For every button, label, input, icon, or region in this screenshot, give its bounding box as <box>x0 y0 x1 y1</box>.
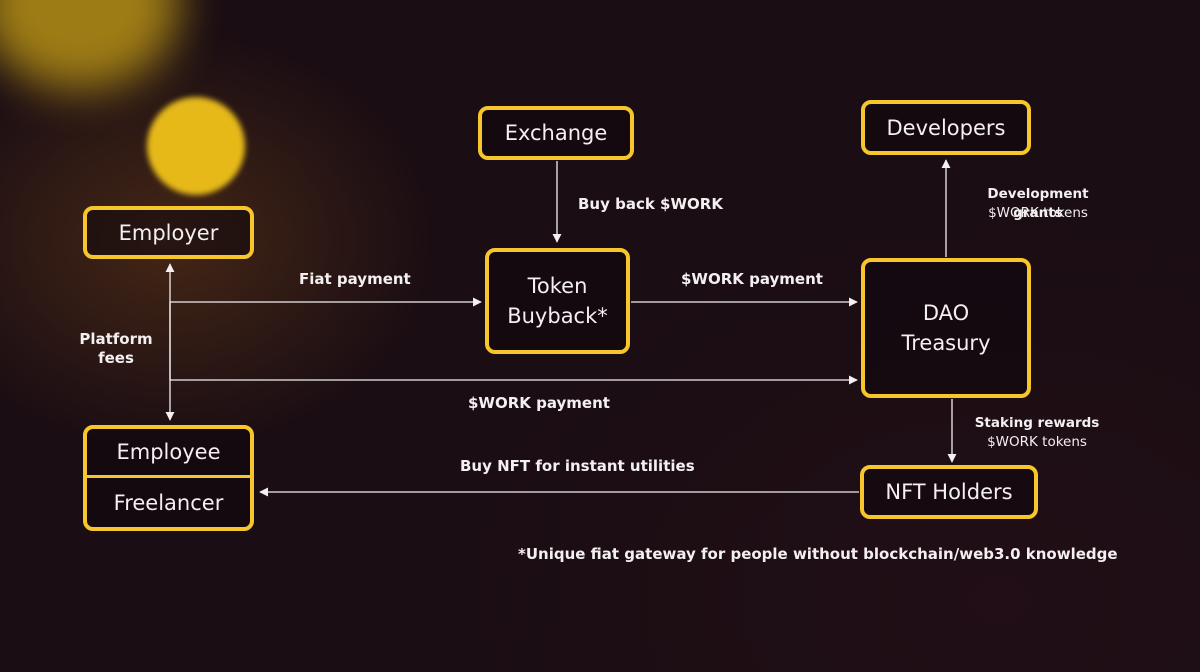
node-nft-holders: NFT Holders <box>860 465 1038 519</box>
node-developers: Developers <box>861 100 1031 155</box>
glow-blob-small <box>147 97 245 195</box>
label-buy-back: Buy back $WORK <box>578 195 723 213</box>
label-development-grants-tokens: $WORK tokens <box>988 205 1088 221</box>
footnote: *Unique fiat gateway for people without … <box>518 545 1118 563</box>
label-development-grants: Development grants <box>987 186 1089 221</box>
label-work-payment-top: $WORK payment <box>681 270 823 288</box>
node-employer: Employer <box>83 206 254 259</box>
node-employee-freelancer: Employee Freelancer <box>83 425 254 531</box>
node-employee: Employee <box>87 429 250 478</box>
node-freelancer: Freelancer <box>113 490 224 515</box>
label-staking-rewards-tokens: $WORK tokens <box>987 434 1087 450</box>
label-platform-fees: Platform fees <box>79 330 153 367</box>
label-work-payment-bottom: $WORK payment <box>468 394 610 412</box>
label-buy-nft: Buy NFT for instant utilities <box>460 457 695 475</box>
node-dao-treasury: DAO Treasury <box>861 258 1031 398</box>
label-staking-rewards: Staking rewards <box>974 415 1100 431</box>
node-token-buyback: Token Buyback* <box>485 248 630 354</box>
label-fiat-payment: Fiat payment <box>299 270 411 288</box>
node-exchange: Exchange <box>478 106 634 160</box>
